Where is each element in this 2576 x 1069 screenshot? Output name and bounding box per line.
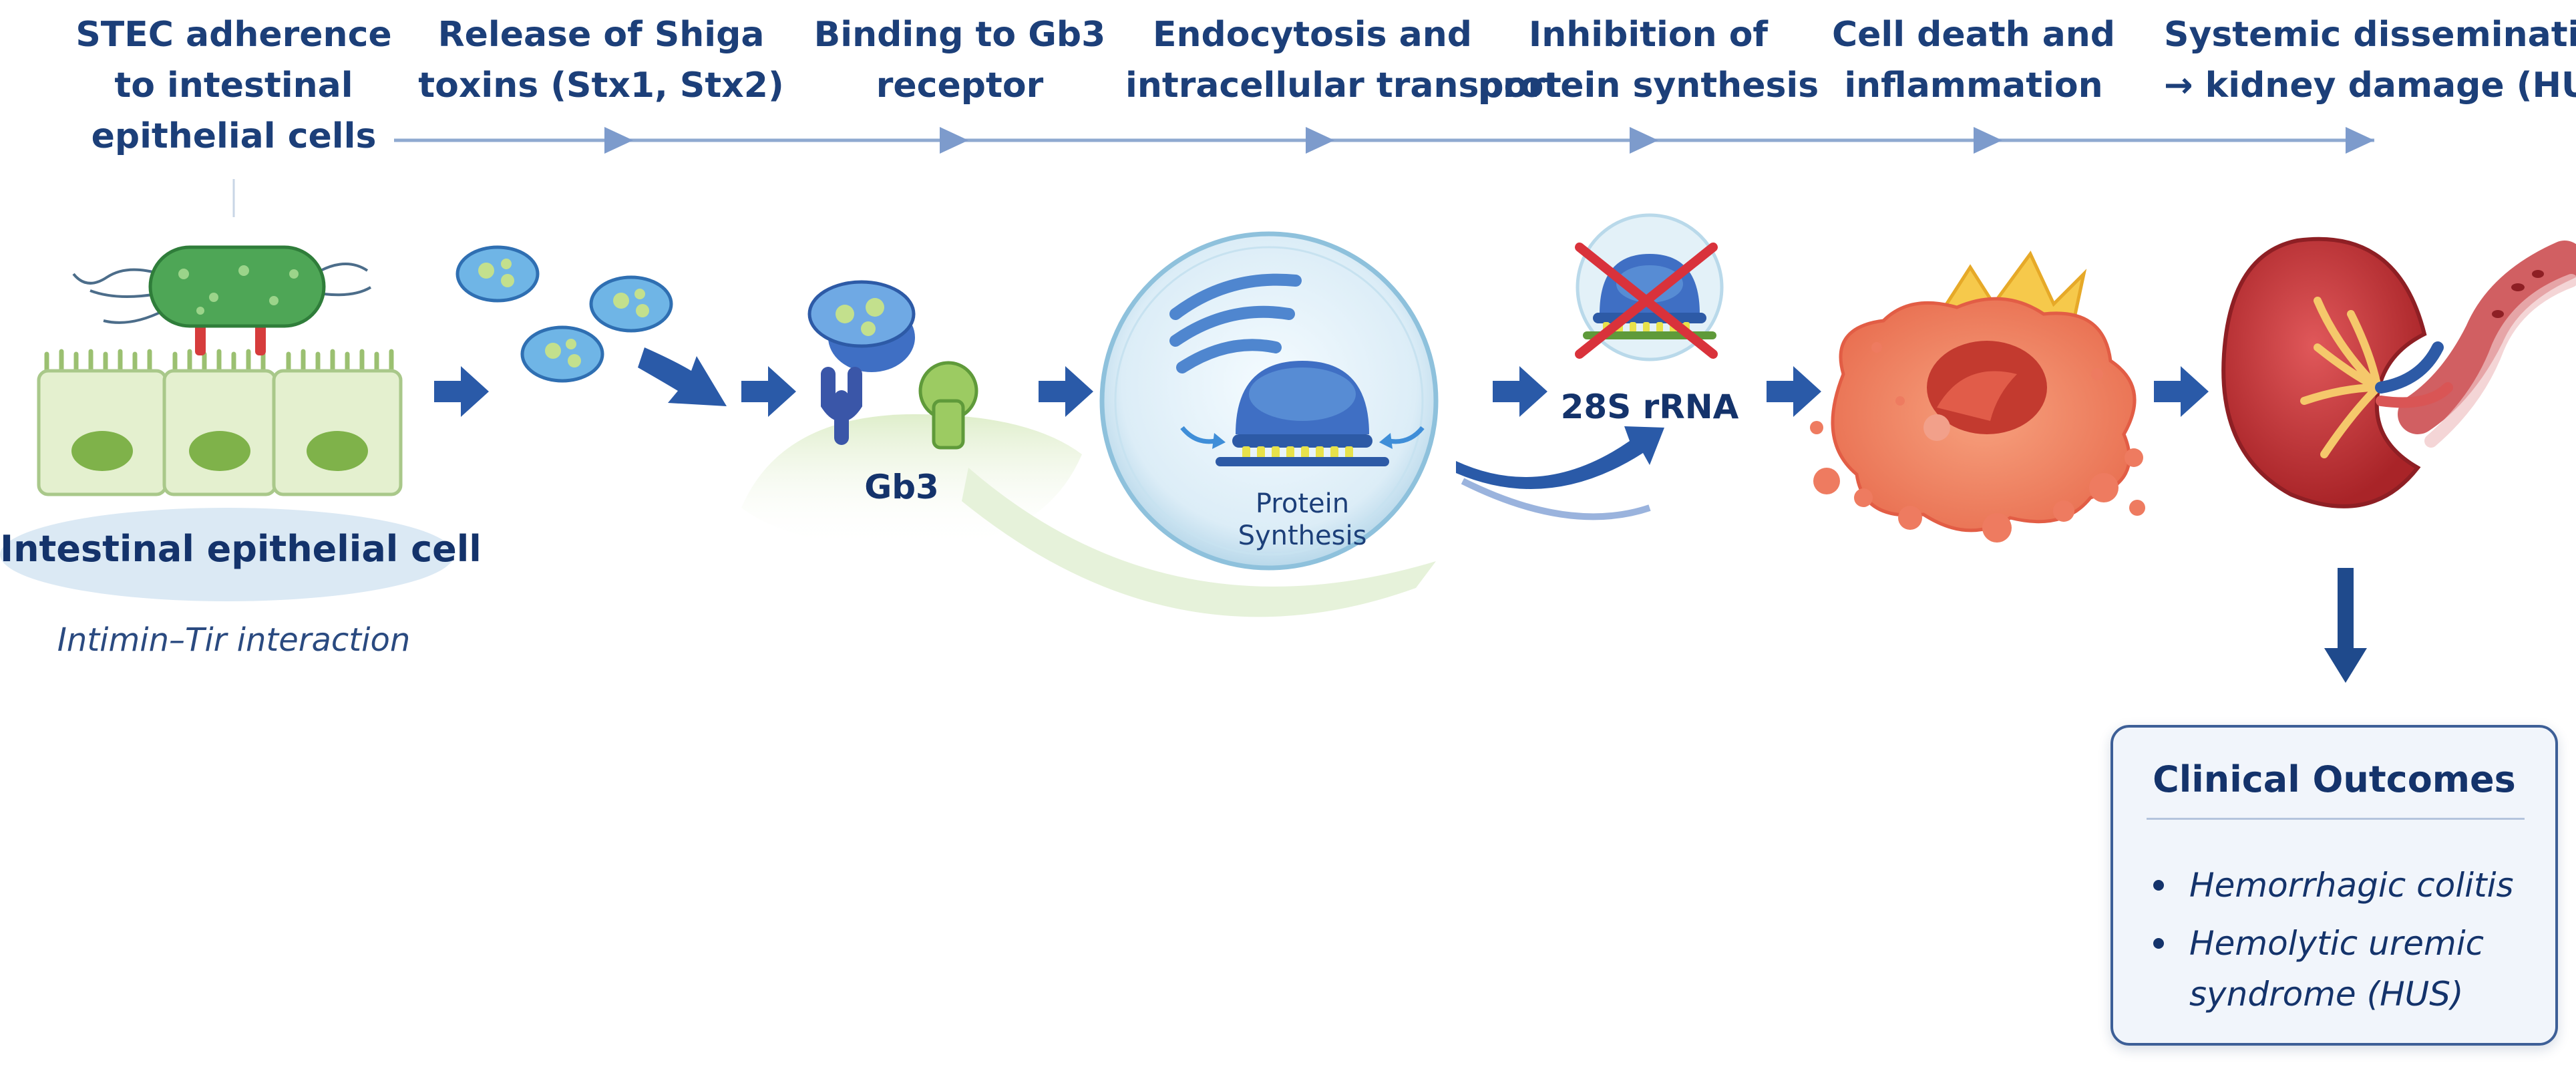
flow-arrow-3 (1039, 366, 1093, 417)
outcome-arrow (2324, 568, 2367, 683)
kidney-icon (2221, 237, 2576, 508)
intestinal-cell-label: Intestinal epithelial cell (0, 528, 482, 570)
timeline-arrowhead-4 (1630, 127, 1658, 154)
flow-arrow-6 (2154, 366, 2209, 417)
timeline-arrowhead-2 (940, 127, 968, 154)
timeline-arrowhead-3 (1306, 127, 1334, 154)
intestinal-epithelium-icon (0, 314, 454, 601)
timeline-arrowhead-5 (1974, 127, 2002, 154)
intimin-tir-label: Intimin–Tir interaction (57, 621, 411, 659)
bullet-icon (2153, 880, 2164, 891)
divider (2147, 818, 2525, 820)
timeline (232, 127, 2374, 217)
clinical-outcomes-box: Clinical Outcomes Hemorrhagic colitis He… (2110, 725, 2558, 1046)
flow-arrow-4 (1493, 366, 1547, 417)
timeline-arrowhead-6 (2346, 127, 2374, 154)
bacterium-icon (72, 245, 372, 328)
timeline-arrowhead-1 (604, 127, 633, 154)
step-title-7: Systemic dissemination→ kidney damage (H… (2164, 15, 2576, 106)
flow-arrow-1 (434, 366, 489, 417)
gb3-binding-icon (741, 280, 1082, 548)
transport-arrow (1456, 426, 1664, 489)
clinical-outcomes-title: Clinical Outcomes (2153, 758, 2516, 800)
flow-arrow-5 (1767, 366, 1821, 417)
flow-arrow-2 (741, 366, 796, 417)
ribosome-inhibition-icon (1575, 213, 1724, 361)
rrna-label: 28S rRNA (1560, 388, 1739, 426)
bullet-icon (2153, 938, 2164, 949)
flow-arrow-2a (638, 347, 727, 406)
shiga-toxin-icon (455, 245, 673, 383)
gb3-label: Gb3 (864, 468, 939, 506)
outcome-item: Hemorrhagic colitis (2153, 860, 2514, 911)
cell-death-icon (1810, 251, 2145, 543)
endocytosis-cell-icon (962, 231, 1439, 617)
